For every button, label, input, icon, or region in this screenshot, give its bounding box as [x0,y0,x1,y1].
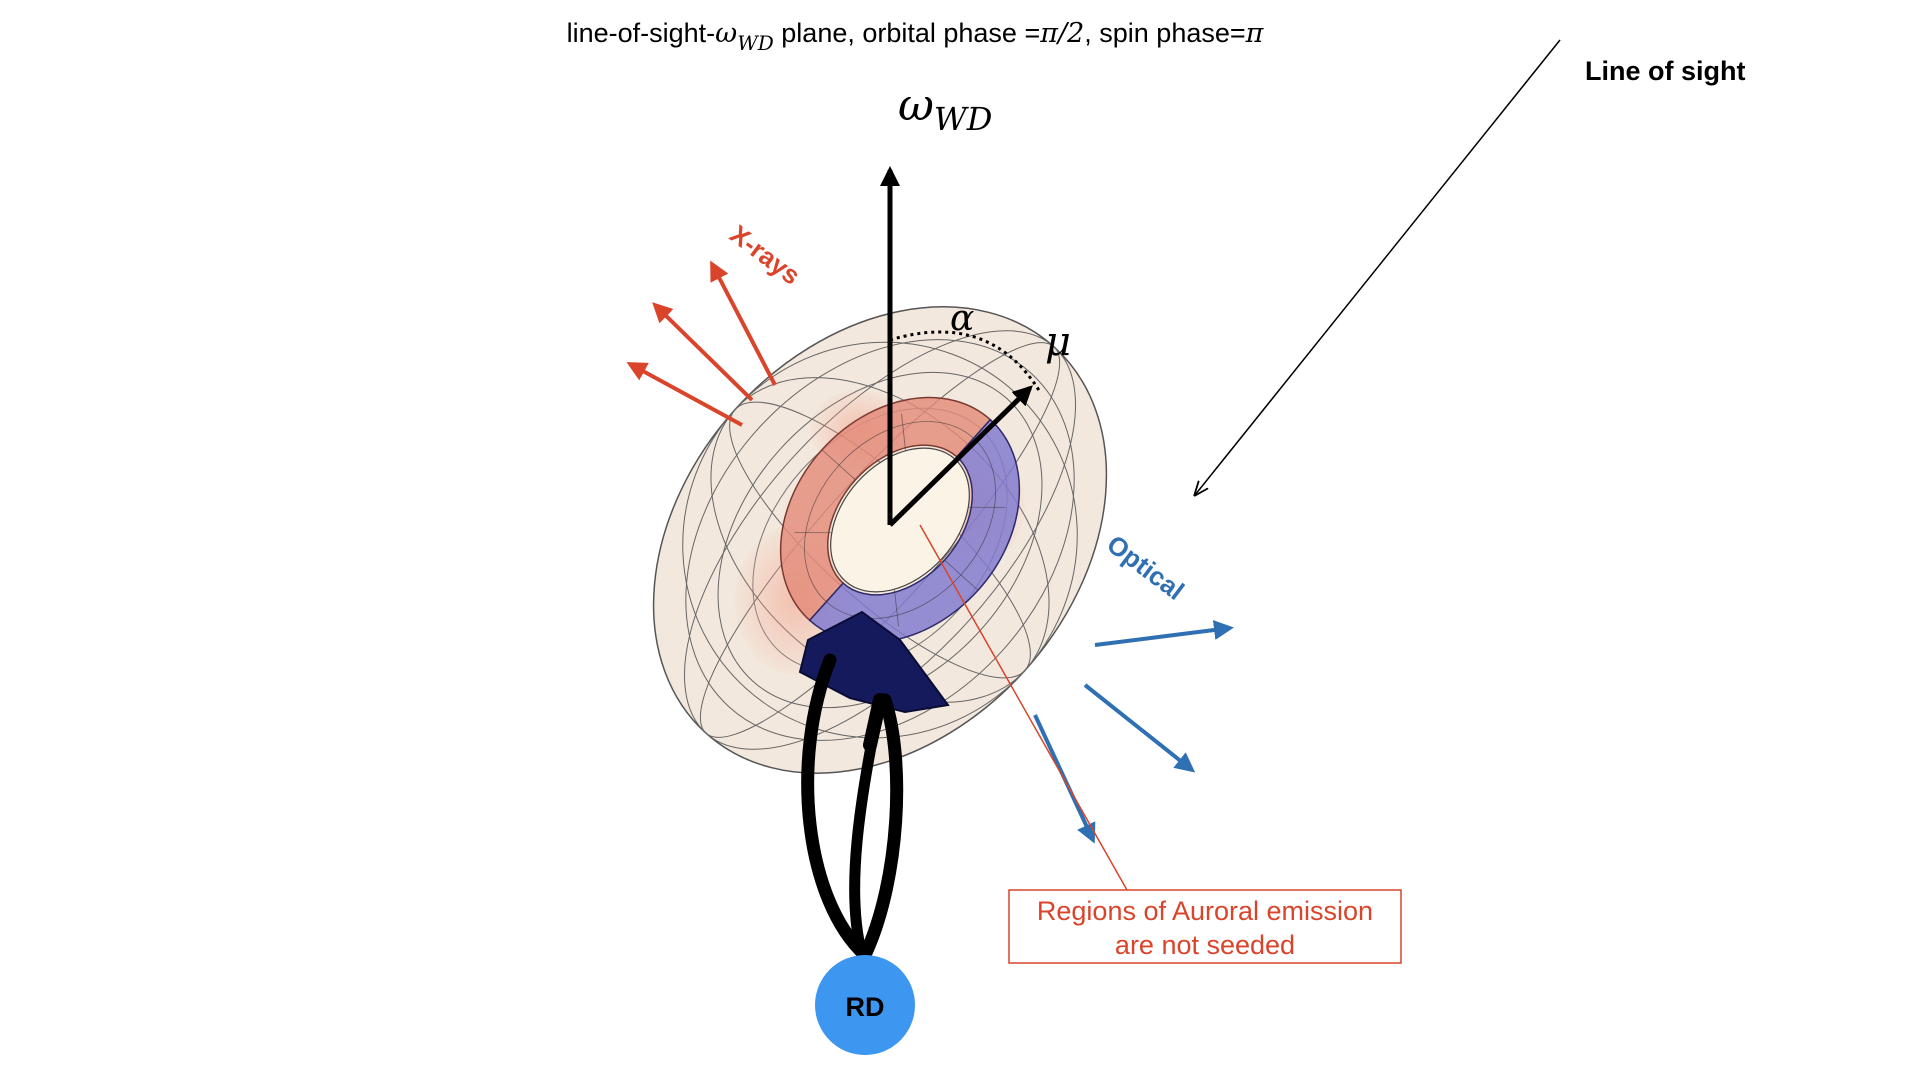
red-dwarf [815,955,915,1055]
plot-title: line-of-sight-ωWD plane, orbital phase =… [567,18,1265,55]
xrays-label: X-rays [724,219,806,291]
annotation-pointer [919,524,1128,891]
field-line-loops [801,653,904,966]
mu-axis-arrow [888,385,1033,527]
footprint-region [798,610,950,714]
xray-arrow [626,362,743,427]
xray-arrow [652,302,754,402]
line-of-sight-arrow [1195,39,1561,495]
red-dwarf-label: RD [846,992,885,1022]
annotation-line-1: Regions of Auroral emission [1037,896,1373,926]
mu-label: μ [1045,319,1071,365]
line-of-sight-label: Line of sight [1585,56,1745,86]
annotation-box [1008,889,1402,964]
optical-arrow [1094,620,1234,647]
omega-axis-label: ωWD [898,80,992,138]
optical-label: Optical [1101,529,1189,606]
annotation-line-2: are not seeded [1115,930,1295,960]
alpha-arc [889,330,1042,393]
alpha-label: α [950,298,974,339]
optical-arrow [1083,683,1196,773]
inner-torus-red-half [779,396,992,622]
xray-arrow [710,260,777,386]
inner-torus-blue-half [808,418,1021,644]
